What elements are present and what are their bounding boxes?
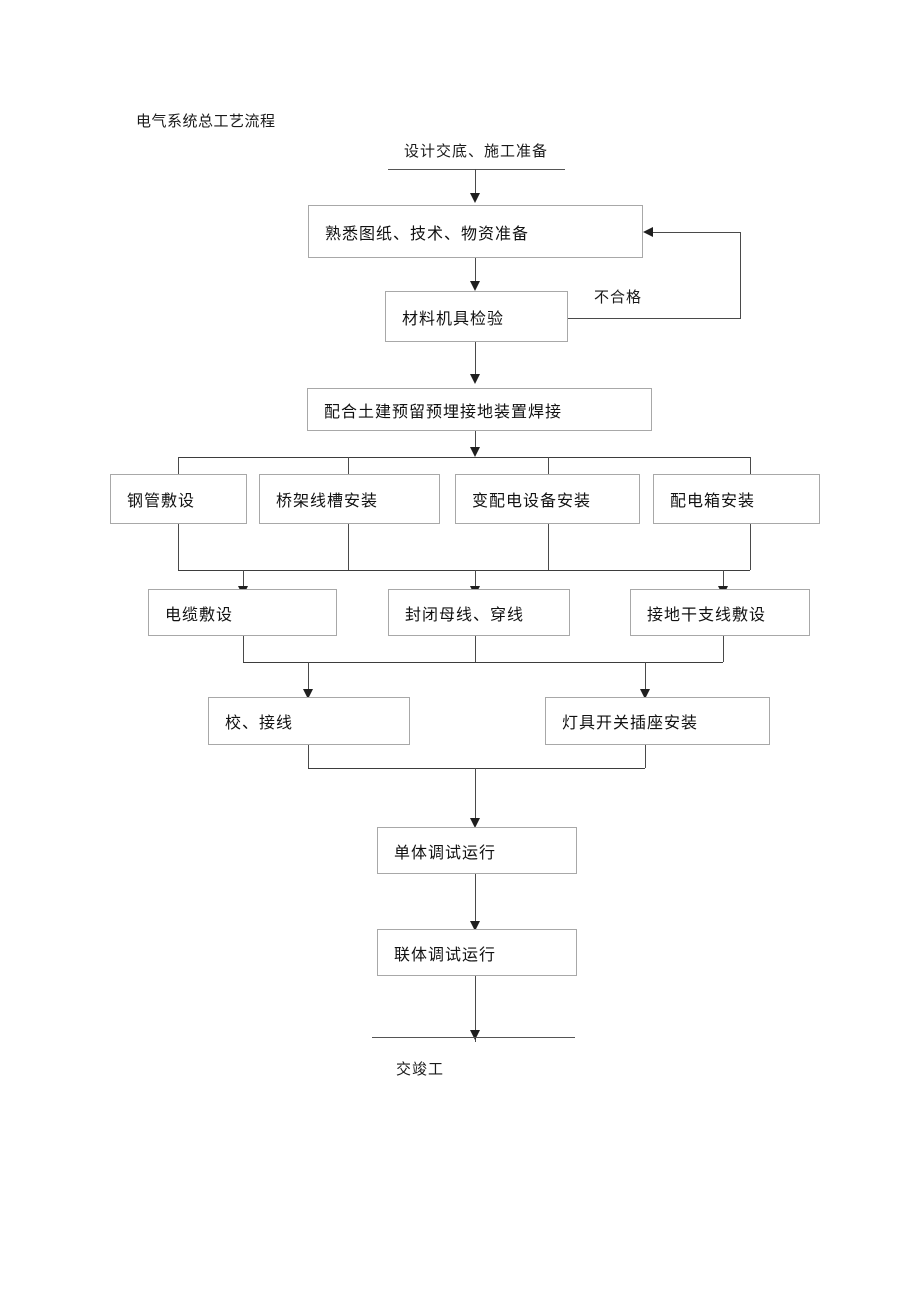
edge-n13-to-n14 — [475, 874, 476, 926]
node-label: 桥架线槽安装 — [276, 493, 379, 510]
arrowhead-bus3-to-n11 — [303, 689, 313, 699]
node-cable-laying[interactable]: 电缆敷设 — [148, 589, 337, 636]
node-label: 熟悉图纸、技术、物资准备 — [325, 225, 530, 243]
edge-bus1-drop-n4 — [178, 457, 179, 474]
edge-n9-to-bus3 — [475, 636, 476, 662]
node-single-unit-commissioning[interactable]: 单体调试运行 — [377, 827, 577, 874]
edge-n12-to-bus4 — [645, 745, 646, 768]
node-verification-wiring[interactable]: 校、接线 — [208, 697, 410, 745]
node-steel-conduit-laying[interactable]: 钢管敷设 — [110, 474, 247, 524]
node-label: 封闭母线、穿线 — [405, 606, 525, 624]
start-terminal-label: 设计交底、施工准备 — [404, 144, 549, 160]
arrowhead-n3-to-bus1 — [470, 447, 480, 457]
edge-bus1-drop-n6 — [548, 457, 549, 474]
node-busway-threading[interactable]: 封闭母线、穿线 — [388, 589, 570, 636]
edge-reject-horizontal-in — [653, 232, 740, 233]
edge-n8-to-bus3 — [243, 636, 244, 662]
edge-bus1-drop-n5 — [348, 457, 349, 474]
node-label: 单体调试运行 — [394, 844, 497, 862]
arrowhead-n2-to-n3 — [470, 374, 480, 384]
node-label: 校、接线 — [225, 715, 294, 732]
node-label: 配电箱安装 — [670, 493, 756, 510]
edge-reject-vertical — [740, 232, 741, 319]
node-cable-tray-installation[interactable]: 桥架线槽安装 — [259, 474, 440, 524]
node-integrated-commissioning[interactable]: 联体调试运行 — [377, 929, 577, 976]
edge-bus1-drop-n7 — [750, 457, 751, 474]
node-label: 变配电设备安装 — [472, 493, 592, 510]
end-terminal-rule — [372, 1037, 575, 1038]
node-embedded-grounding-welding[interactable]: 配合土建预留预埋接地装置焊接 — [307, 388, 652, 431]
node-label: 联体调试运行 — [394, 946, 497, 964]
arrowhead-start-to-n1 — [470, 193, 480, 203]
edge-bus3-drop-n11 — [308, 662, 309, 692]
arrowhead-bus4-to-n13 — [470, 818, 480, 828]
edge-n11-to-bus4 — [308, 745, 309, 768]
bus-merge-row3 — [178, 570, 750, 571]
node-label: 钢管敷设 — [127, 493, 196, 510]
edge-bus2-drop-n10 — [723, 570, 724, 589]
edge-n5-to-bus2 — [348, 524, 349, 570]
edge-bus4-to-n13 — [475, 768, 476, 820]
edge-reject-horizontal-out — [568, 318, 740, 319]
edge-start-to-n1 — [475, 169, 476, 195]
node-material-tool-inspection[interactable]: 材料机具检验 — [385, 291, 568, 342]
node-substation-equipment-installation[interactable]: 变配电设备安装 — [455, 474, 640, 524]
arrowhead-bus3-to-n12 — [640, 689, 650, 699]
edge-label-reject: 不合格 — [594, 290, 643, 306]
edge-n2-to-n3 — [475, 342, 476, 376]
end-terminal-label: 交竣工 — [396, 1062, 445, 1078]
node-label: 接地干支线敷设 — [647, 606, 767, 624]
node-label: 灯具开关插座安装 — [562, 715, 699, 732]
node-familiarize-drawings[interactable]: 熟悉图纸、技术、物资准备 — [308, 205, 643, 258]
bus-merge-row4 — [243, 662, 723, 663]
edge-n4-to-bus2 — [178, 524, 179, 570]
edge-n7-to-bus2 — [750, 524, 751, 570]
start-terminal-rule — [388, 169, 565, 170]
arrowhead-n1-to-n2 — [470, 281, 480, 291]
edge-bus3-drop-n12 — [645, 662, 646, 692]
arrowhead-reject-to-n1 — [643, 227, 653, 237]
page-title: 电气系统总工艺流程 — [136, 114, 276, 130]
node-label: 电缆敷设 — [165, 606, 234, 624]
edge-n6-to-bus2 — [548, 524, 549, 570]
arrowhead-n14-to-end — [470, 1030, 480, 1040]
node-grounding-trunk-branch-laying[interactable]: 接地干支线敷设 — [630, 589, 810, 636]
edge-bus2-drop-n9 — [475, 570, 476, 589]
edge-n3-to-bus1 — [475, 431, 476, 452]
bus-fanout-row2 — [178, 457, 750, 458]
bus-merge-final — [308, 768, 645, 769]
edge-bus2-drop-n8 — [243, 570, 244, 589]
edge-n10-to-bus3 — [723, 636, 724, 662]
edge-n14-to-end — [475, 976, 476, 1042]
arrowhead-n13-to-n14 — [470, 921, 480, 931]
node-lamp-switch-socket-installation[interactable]: 灯具开关插座安装 — [545, 697, 770, 745]
edge-n1-to-n2 — [475, 258, 476, 283]
node-label: 材料机具检验 — [402, 310, 505, 328]
node-distribution-box-installation[interactable]: 配电箱安装 — [653, 474, 820, 524]
node-label: 配合土建预留预埋接地装置焊接 — [324, 403, 563, 421]
